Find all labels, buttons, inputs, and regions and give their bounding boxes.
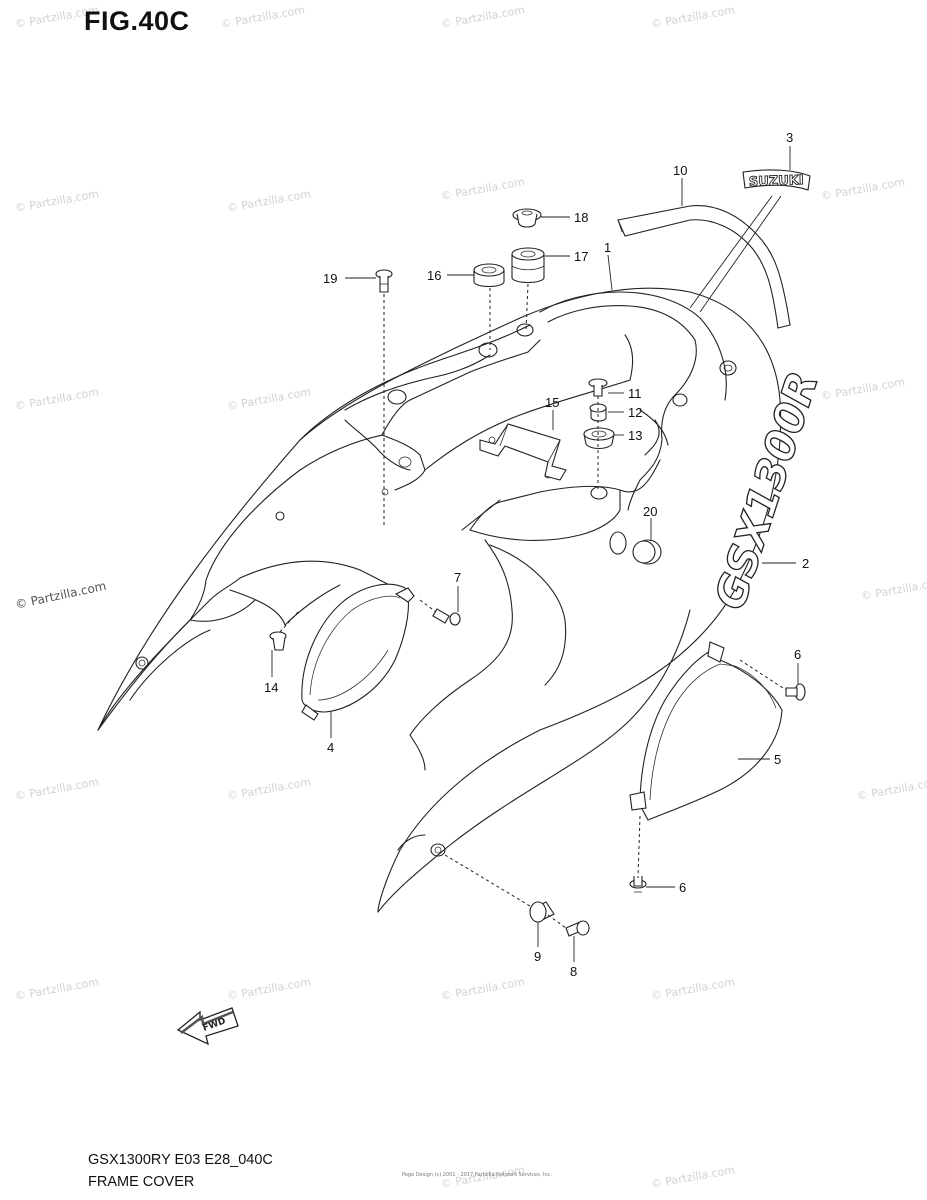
callout-1: 1 bbox=[604, 240, 611, 255]
callout-13: 13 bbox=[628, 428, 642, 443]
grommet-20 bbox=[632, 539, 662, 565]
screw-7 bbox=[432, 608, 461, 626]
callout-12: 12 bbox=[628, 405, 642, 420]
gsx1300r-emblem: GSX1300R bbox=[704, 365, 828, 616]
callout-16: 16 bbox=[427, 268, 441, 283]
callout-10: 10 bbox=[673, 163, 687, 178]
rivet-14 bbox=[269, 631, 287, 651]
callout-8: 8 bbox=[570, 964, 577, 979]
frame-cover-assembly bbox=[97, 287, 782, 913]
svg-text:SUZUKI: SUZUKI bbox=[749, 173, 804, 190]
svg-text:GSX1300R: GSX1300R bbox=[705, 366, 828, 615]
cushion-16 bbox=[473, 263, 505, 288]
fastener-19 bbox=[375, 269, 393, 293]
section-name: FRAME COVER bbox=[88, 1174, 195, 1190]
callout-20: 20 bbox=[643, 504, 657, 519]
cushion-17 bbox=[511, 247, 545, 284]
cushion-13 bbox=[583, 427, 615, 450]
callout-17: 17 bbox=[574, 249, 588, 264]
grab-rail bbox=[617, 204, 791, 329]
leader-lines bbox=[271, 146, 799, 962]
fwd-arrow-icon: FWD bbox=[176, 1007, 239, 1046]
callout-2: 2 bbox=[802, 556, 809, 571]
screw-11 bbox=[588, 378, 608, 397]
model-code: GSX1300RY E03 E28_040C bbox=[88, 1152, 273, 1168]
figure-title: FIG.40C bbox=[84, 6, 190, 36]
inner-cover-4 bbox=[301, 583, 415, 721]
callout-14: 14 bbox=[264, 680, 278, 695]
callout-labels: 1 2 3 4 5 6 6 7 8 9 10 11 12 13 14 15 16… bbox=[264, 130, 809, 979]
nut-12 bbox=[589, 403, 607, 422]
cushion-9 bbox=[529, 901, 555, 923]
screw-8 bbox=[565, 920, 590, 937]
callout-5: 5 bbox=[774, 752, 781, 767]
callout-7: 7 bbox=[454, 570, 461, 585]
callout-9: 9 bbox=[534, 949, 541, 964]
callout-19: 19 bbox=[323, 271, 337, 286]
bracket-15 bbox=[479, 423, 567, 481]
callout-4: 4 bbox=[327, 740, 334, 755]
callout-18: 18 bbox=[574, 210, 588, 225]
fastener-6-bottom bbox=[629, 876, 647, 893]
fine-print: Page Design (c) 2001 - 2017 Partzilla Ne… bbox=[402, 1172, 552, 1178]
cap-18 bbox=[512, 208, 542, 228]
callout-6a: 6 bbox=[794, 647, 801, 662]
callout-15: 15 bbox=[545, 395, 559, 410]
fastener-6-top bbox=[785, 683, 806, 701]
suzuki-emblem: SUZUKI bbox=[742, 169, 811, 191]
callout-3: 3 bbox=[786, 130, 793, 145]
side-cover-5 bbox=[629, 641, 783, 821]
callout-11: 11 bbox=[628, 386, 642, 401]
callout-6b: 6 bbox=[679, 880, 686, 895]
